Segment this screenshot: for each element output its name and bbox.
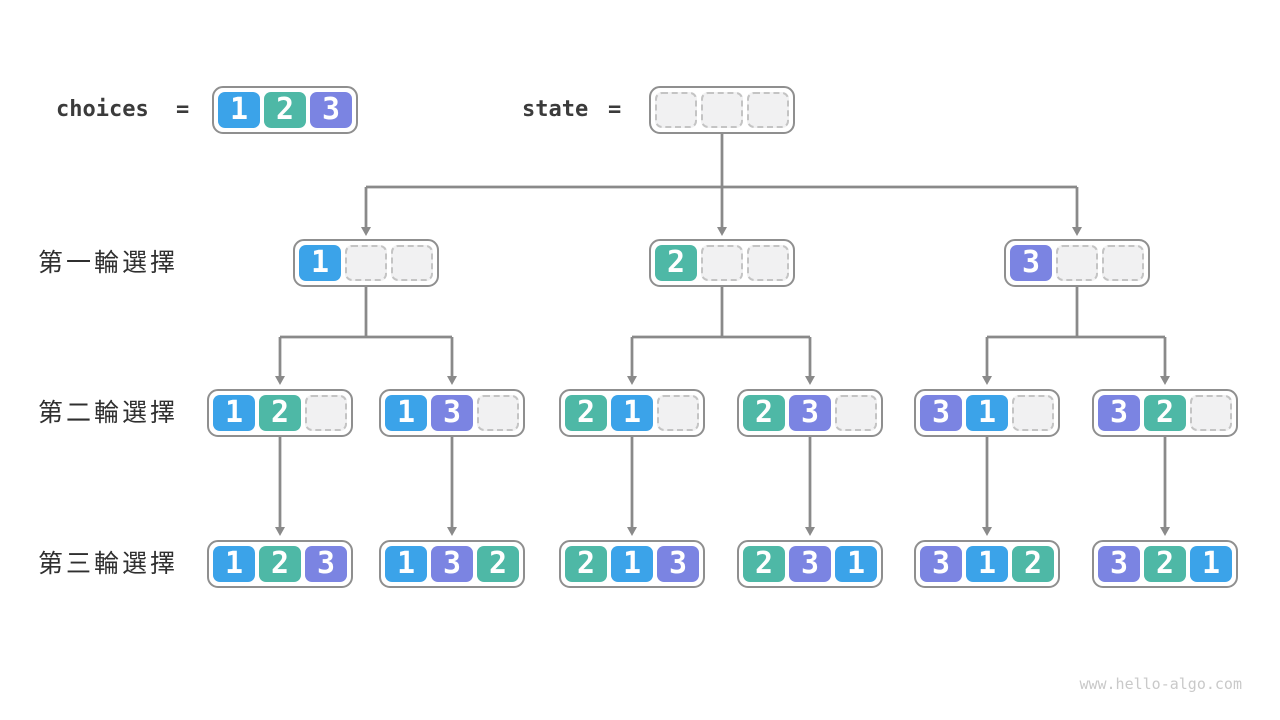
value-cell-3: 3: [789, 395, 831, 431]
value-cell-2: 2: [743, 546, 785, 582]
value-cell-3: 3: [310, 92, 352, 128]
value-cell-1: 1: [385, 395, 427, 431]
value-cell-2: 2: [264, 92, 306, 128]
round1-state-node-2: 2: [649, 239, 795, 287]
value-cell-1: 1: [966, 395, 1008, 431]
value-cell-2: 2: [655, 245, 697, 281]
value-cell-2: 2: [259, 546, 301, 582]
value-cell-1: 1: [213, 546, 255, 582]
connector-lines: [278, 134, 1167, 529]
value-cell-1: 1: [966, 546, 1008, 582]
value-cell-1: 1: [835, 546, 877, 582]
watermark: www.hello-algo.com: [1079, 675, 1242, 693]
value-cell-3: 3: [1098, 546, 1140, 582]
value-cell-1: 1: [1190, 546, 1232, 582]
round1-state-node-1: 1: [293, 239, 439, 287]
choices-label: choices: [56, 97, 149, 122]
empty-cell: [1102, 245, 1144, 281]
value-cell-2: 2: [565, 546, 607, 582]
state-array: [649, 86, 795, 134]
empty-cell: [1190, 395, 1232, 431]
empty-cell: [701, 245, 743, 281]
value-cell-2: 2: [259, 395, 301, 431]
value-cell-1: 1: [218, 92, 260, 128]
row-label-round-1: 第一輪選擇: [38, 248, 179, 277]
value-cell-3: 3: [1010, 245, 1052, 281]
value-cell-1: 1: [213, 395, 255, 431]
value-cell-3: 3: [789, 546, 831, 582]
empty-cell: [1056, 245, 1098, 281]
empty-cell: [1012, 395, 1054, 431]
value-cell-2: 2: [1144, 395, 1186, 431]
value-cell-3: 3: [657, 546, 699, 582]
row-label-round-3: 第三輪選擇: [38, 549, 179, 578]
empty-cell: [391, 245, 433, 281]
value-cell-2: 2: [743, 395, 785, 431]
value-cell-3: 3: [431, 395, 473, 431]
value-cell-3: 3: [305, 546, 347, 582]
value-cell-1: 1: [385, 546, 427, 582]
value-cell-2: 2: [565, 395, 607, 431]
empty-cell: [657, 395, 699, 431]
value-cell-1: 1: [611, 546, 653, 582]
choices-equals-sign: =: [176, 97, 190, 122]
value-cell-1: 1: [611, 395, 653, 431]
value-cell-3: 3: [431, 546, 473, 582]
value-cell-2: 2: [1144, 546, 1186, 582]
empty-cell: [747, 92, 789, 128]
state-equals-sign: =: [608, 97, 622, 122]
round1-state-node-3: 3: [1004, 239, 1150, 287]
state-label: state: [522, 97, 589, 122]
empty-cell: [701, 92, 743, 128]
value-cell-3: 3: [920, 546, 962, 582]
empty-cell: [835, 395, 877, 431]
empty-cell: [747, 245, 789, 281]
value-cell-3: 3: [920, 395, 962, 431]
row-label-round-2: 第二輪選擇: [38, 398, 179, 427]
value-cell-3: 3: [1098, 395, 1140, 431]
empty-cell: [345, 245, 387, 281]
empty-cell: [655, 92, 697, 128]
value-cell-2: 2: [477, 546, 519, 582]
value-cell-1: 1: [299, 245, 341, 281]
empty-cell: [305, 395, 347, 431]
empty-cell: [477, 395, 519, 431]
value-cell-2: 2: [1012, 546, 1054, 582]
